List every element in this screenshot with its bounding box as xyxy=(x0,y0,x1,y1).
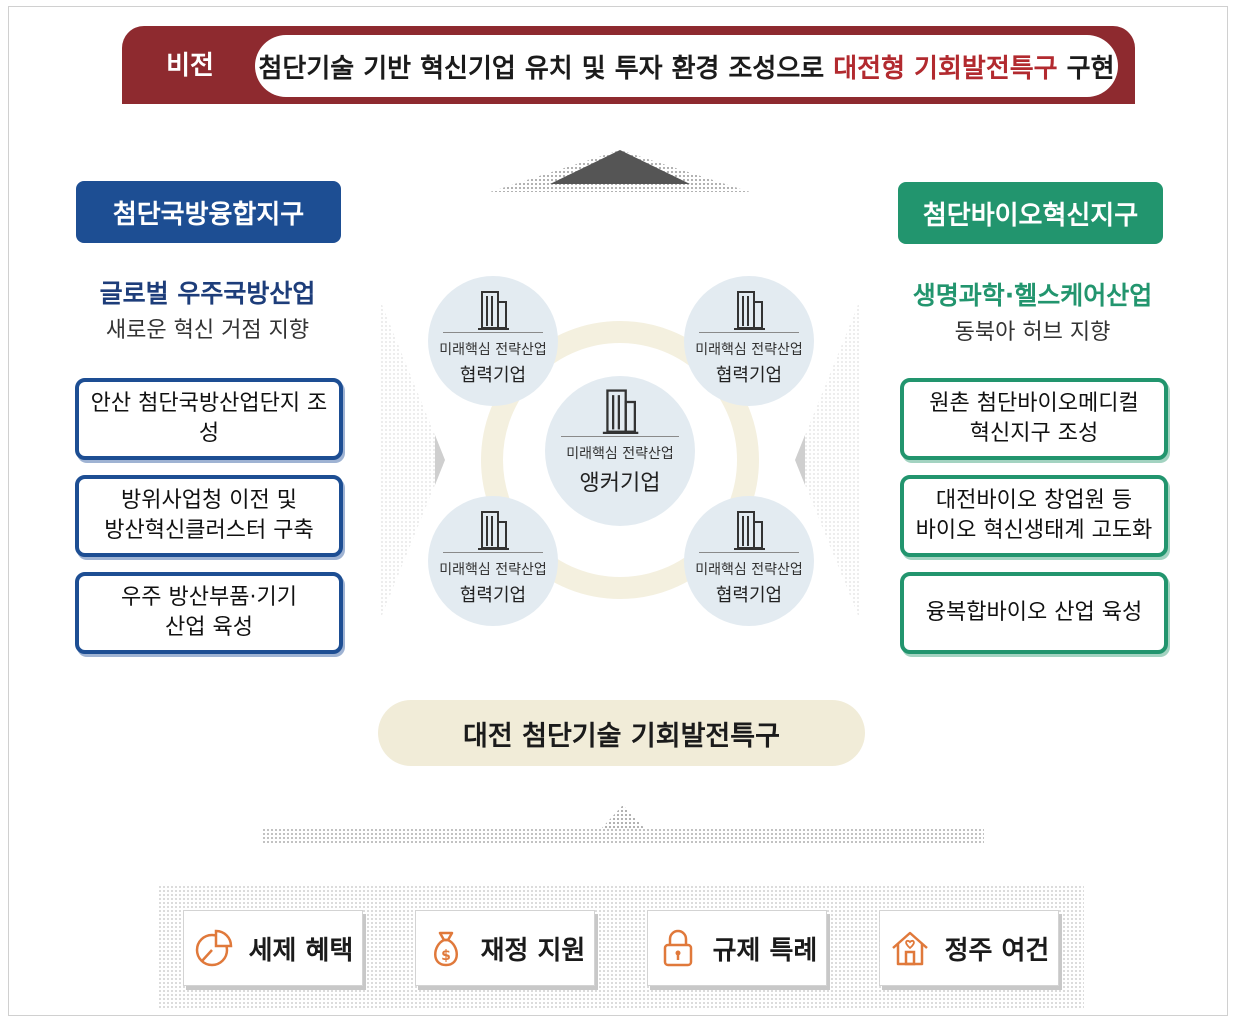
diagram-frame xyxy=(8,6,1228,1016)
defense-item-1: 안산 첨단국방산업단지 조성 xyxy=(75,378,343,460)
vision-statement: 첨단기술 기반 혁신기업 유치 및 투자 환경 조성으로 대전형 기회발전특구 … xyxy=(255,35,1118,97)
node-line1: 미래핵심 전략산업 xyxy=(695,342,803,358)
support-label: 정주 여건 xyxy=(944,935,1050,966)
partner-company-node-top-left: 미래핵심 전략산업 협력기업 xyxy=(428,276,558,406)
anchor-line2: 앵커기업 xyxy=(579,471,661,496)
node-divider xyxy=(443,552,543,553)
node-divider xyxy=(699,552,799,553)
defense-goal-sub: 새로운 혁신 거점 지향 xyxy=(105,318,310,343)
vision-tag: 비전 xyxy=(166,51,214,81)
node-line2: 협력기업 xyxy=(459,365,527,386)
dotted-up-arrow-icon xyxy=(600,805,646,830)
defense-goal-main: 글로벌 우주국방산업 xyxy=(99,279,316,308)
defense-district-title: 첨단국방융합지구 xyxy=(76,181,341,243)
defense-item-2: 방위사업청 이전 및 방산혁신클러스터 구축 xyxy=(75,475,343,557)
vision-text-highlight: 대전형 기회발전특구 xyxy=(833,53,1058,84)
money-bag-icon: $ xyxy=(433,931,458,967)
vision-text-prefix: 첨단기술 기반 혁신기업 유치 및 투자 환경 조성으로 xyxy=(258,53,834,84)
dotted-divider xyxy=(262,828,984,844)
node-divider xyxy=(561,436,679,437)
cluster-background xyxy=(380,300,860,620)
support-item-finance: $ 재정 지원 xyxy=(415,910,595,986)
support-item-regulation: 규제 특례 xyxy=(647,910,827,986)
bio-district-goal: 생명과학·헬스케어산업 동북아 허브 지향 xyxy=(895,276,1170,346)
building-icon xyxy=(734,511,765,550)
bio-goal-main: 생명과학·헬스케어산업 xyxy=(912,281,1153,310)
node-divider xyxy=(443,332,543,333)
node-line1: 미래핵심 전략산업 xyxy=(695,562,803,578)
building-icon xyxy=(478,511,509,550)
house-icon xyxy=(891,931,928,966)
node-line2: 협력기업 xyxy=(459,585,527,606)
padlock-icon xyxy=(663,929,692,967)
partner-company-node-top-right: 미래핵심 전략산업 협력기업 xyxy=(684,276,814,406)
company-cluster xyxy=(380,260,860,660)
building-icon xyxy=(602,389,639,434)
bio-item-2: 대전바이오 창업원 등 바이오 혁신생태계 고도화 xyxy=(900,475,1168,557)
anchor-company-node: 미래핵심 전략산업 앵커기업 xyxy=(545,376,695,526)
svg-text:$: $ xyxy=(441,948,451,964)
bio-goal-sub: 동북아 허브 지향 xyxy=(954,320,1111,345)
support-label: 규제 특례 xyxy=(712,935,818,966)
special-zone-title: 대전 첨단기술 기회발전특구 xyxy=(378,700,865,766)
anchor-line1: 미래핵심 전략산업 xyxy=(566,446,674,462)
vision-text-suffix: 구현 xyxy=(1057,53,1115,84)
support-label: 세제 혜택 xyxy=(248,935,354,966)
bio-item-3: 융복합바이오 산업 육성 xyxy=(900,572,1168,654)
support-item-tax: 세제 혜택 xyxy=(183,910,363,986)
partner-company-node-bottom-right: 미래핵심 전략산업 협력기업 xyxy=(684,496,814,626)
bio-district-title: 첨단바이오혁신지구 xyxy=(898,182,1163,244)
building-icon xyxy=(734,291,765,330)
support-label: 재정 지원 xyxy=(480,935,586,966)
support-item-living: 정주 여건 xyxy=(879,910,1059,986)
node-line1: 미래핵심 전략산업 xyxy=(439,562,547,578)
node-line1: 미래핵심 전략산업 xyxy=(439,342,547,358)
node-line2: 협력기업 xyxy=(715,365,783,386)
partner-company-node-bottom-left: 미래핵심 전략산업 협력기업 xyxy=(428,496,558,626)
up-arrow-icon xyxy=(490,150,750,192)
defense-district-goal: 글로벌 우주국방산업 새로운 혁신 거점 지향 xyxy=(80,274,335,344)
pie-chart-icon xyxy=(195,929,232,967)
bio-item-1: 원촌 첨단바이오메디컬 혁신지구 조성 xyxy=(900,378,1168,460)
building-icon xyxy=(478,291,509,330)
node-divider xyxy=(699,332,799,333)
node-line2: 협력기업 xyxy=(715,585,783,606)
defense-item-3: 우주 방산부품·기기 산업 육성 xyxy=(75,572,343,654)
